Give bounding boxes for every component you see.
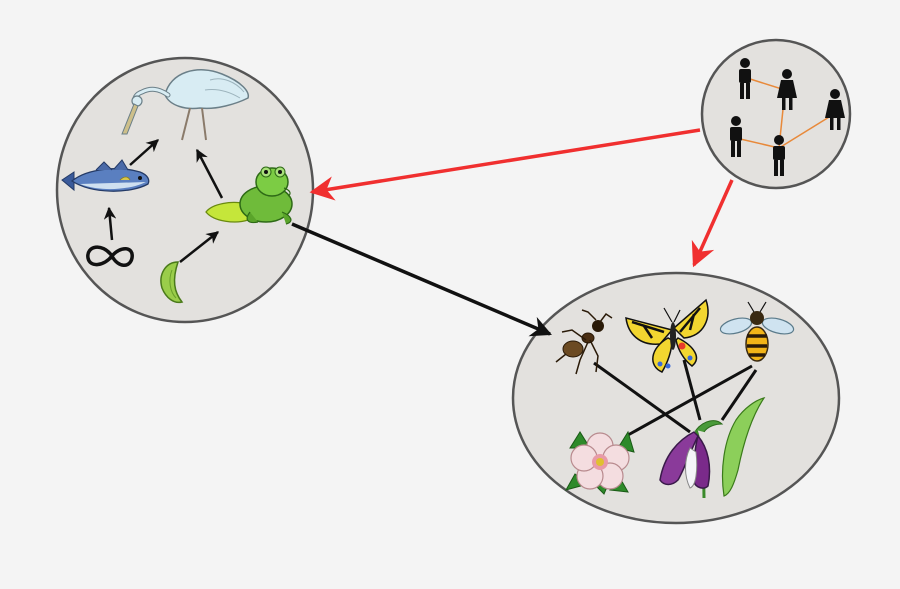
heron-icon bbox=[121, 69, 250, 141]
frog-to-ant-arrow bbox=[291, 222, 552, 337]
man-icon bbox=[773, 135, 785, 176]
pollination-network-circle bbox=[511, 271, 841, 525]
fish-icon bbox=[61, 159, 150, 192]
man-icon bbox=[739, 58, 751, 99]
snowdrop-icon bbox=[659, 397, 766, 499]
bee-icon bbox=[719, 301, 795, 362]
food-web-arrows bbox=[103, 139, 224, 263]
frog-icon bbox=[205, 166, 293, 225]
human-to-pollination-arrow bbox=[691, 179, 734, 268]
frogspawn-icon bbox=[86, 245, 134, 267]
pollination-links bbox=[593, 359, 758, 437]
flower-icon bbox=[564, 430, 635, 495]
ant-icon bbox=[555, 309, 613, 375]
butterfly-icon bbox=[625, 298, 709, 373]
human-to-food-web-arrow bbox=[309, 128, 701, 201]
tadpole-icon bbox=[160, 261, 184, 304]
man-icon bbox=[730, 116, 742, 157]
woman-icon bbox=[825, 89, 845, 130]
woman-icon bbox=[777, 69, 797, 110]
